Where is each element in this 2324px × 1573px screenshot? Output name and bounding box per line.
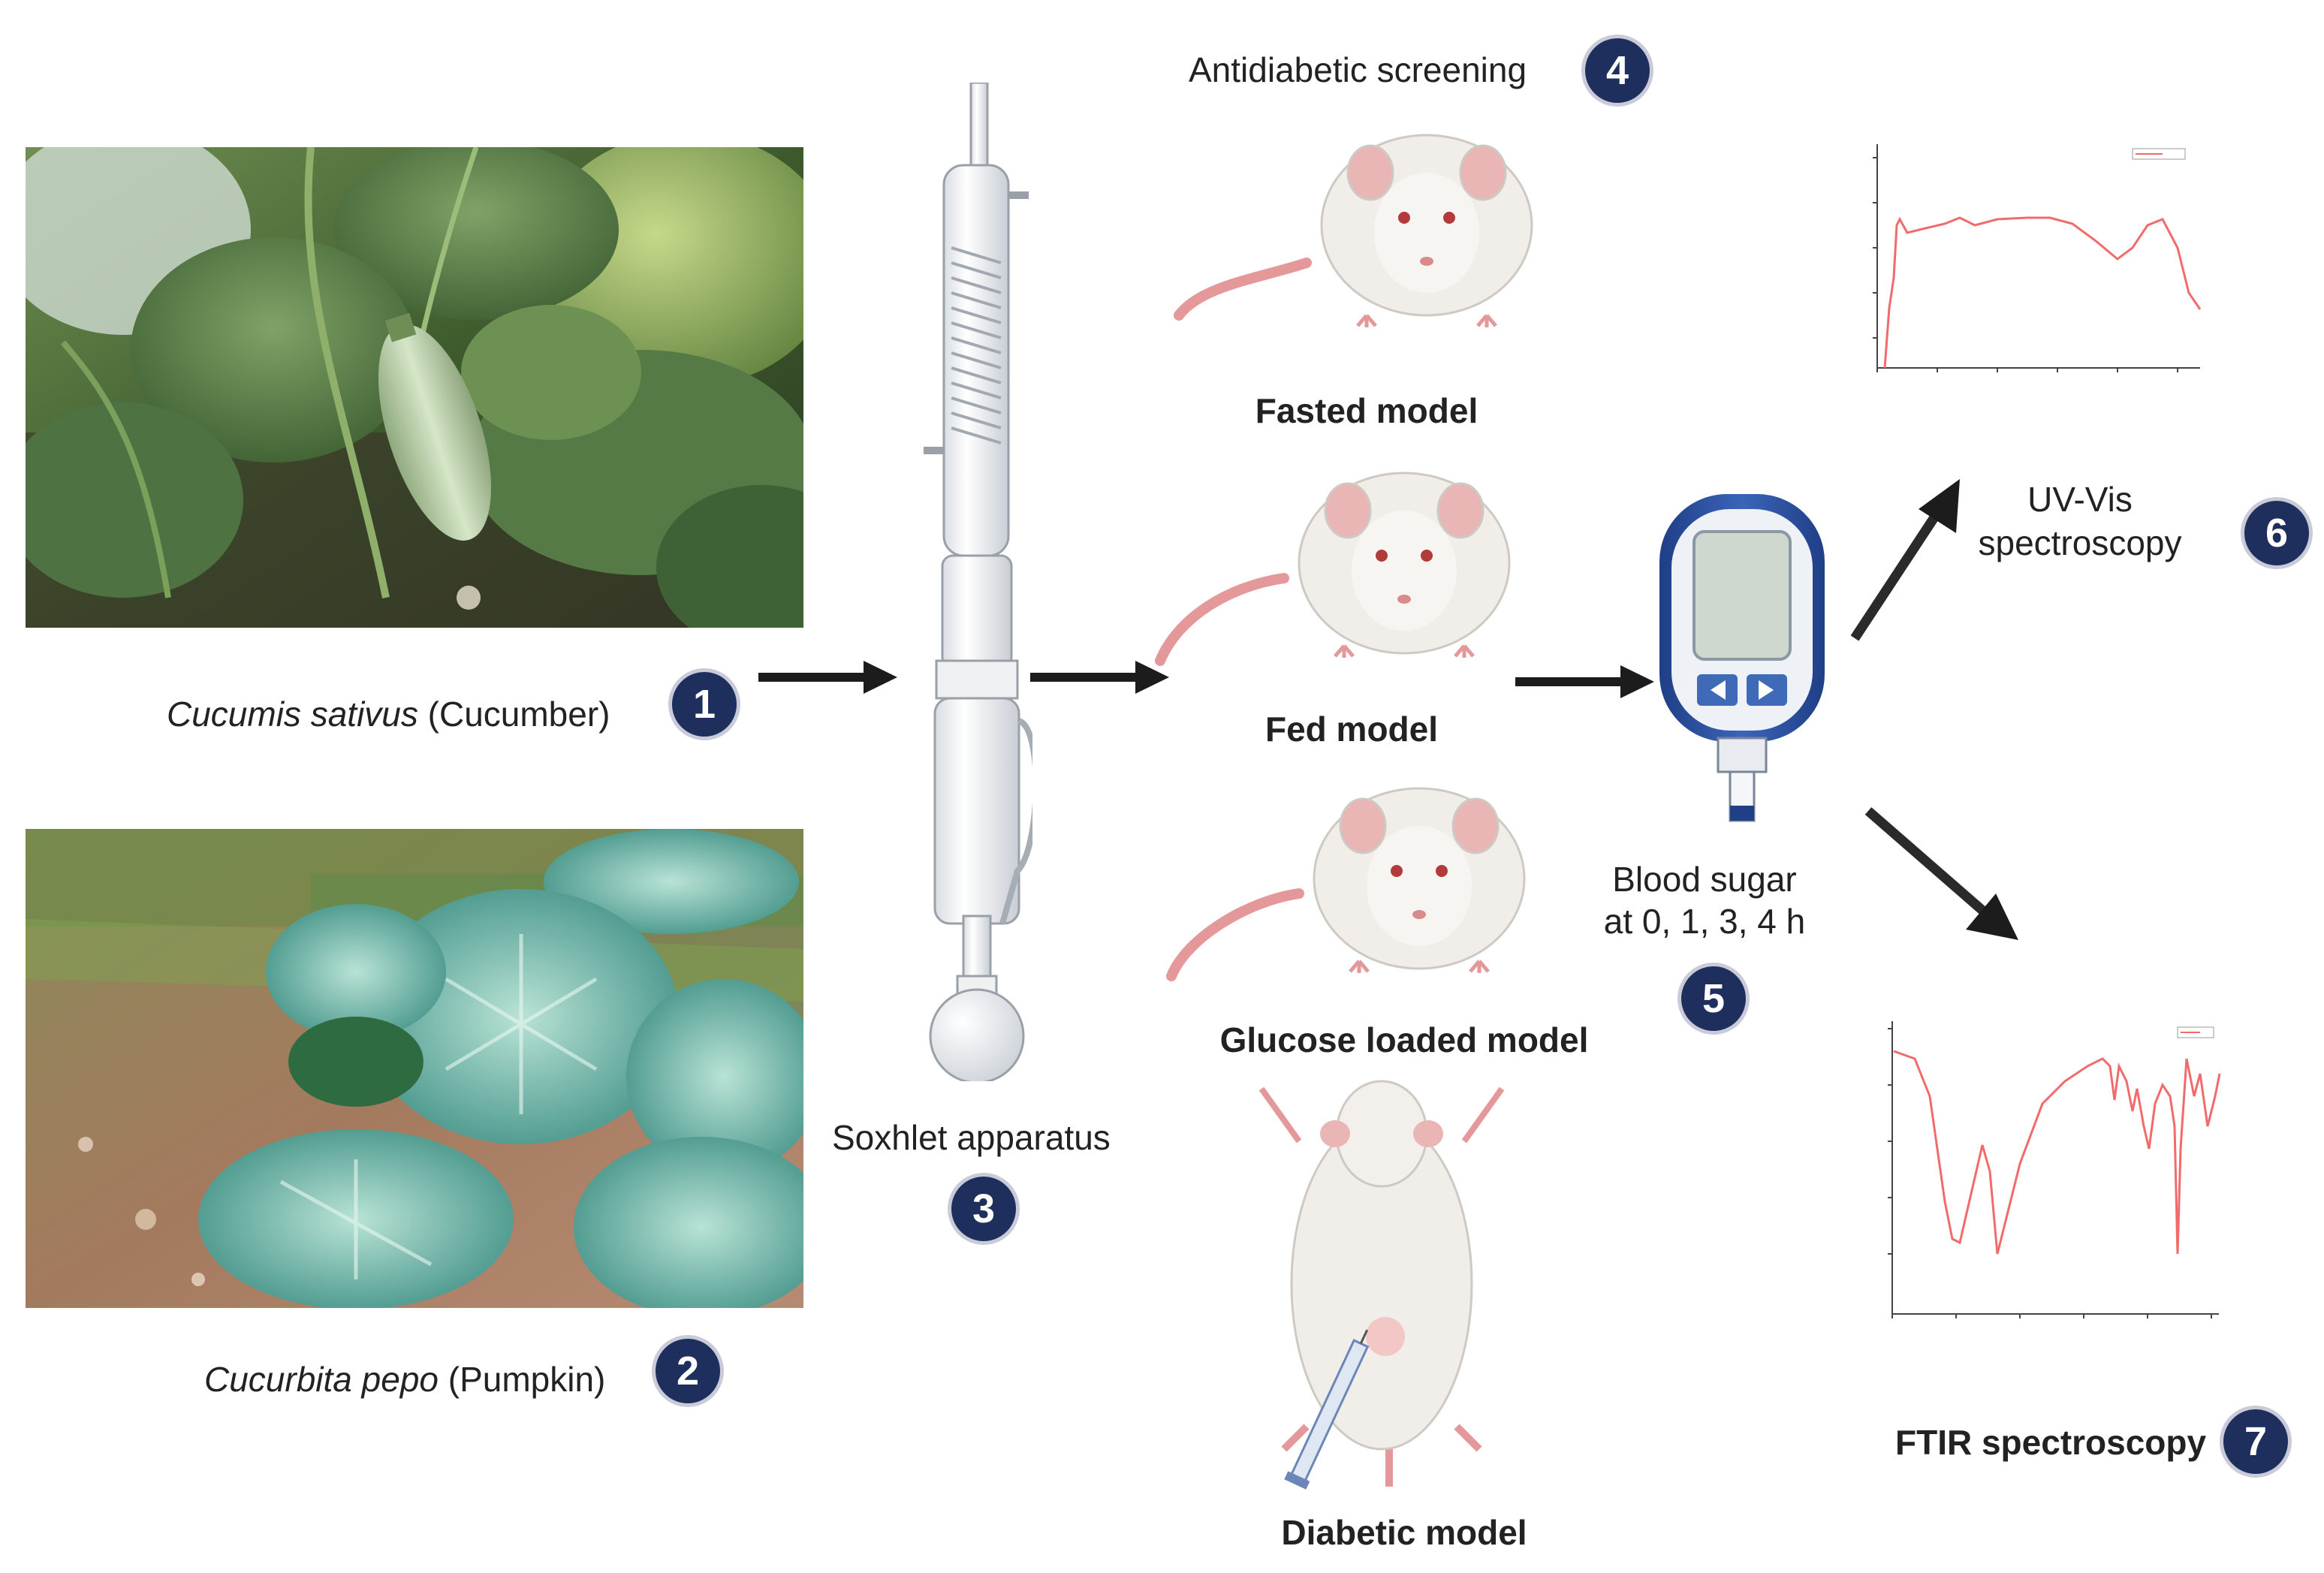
model-label-diabetic: Diabetic model [1281, 1513, 1527, 1552]
glucometer-illustration [1659, 494, 1825, 822]
cucumber-plant-photo [26, 147, 803, 628]
blood-sugar-label-line2: at 0, 1, 3, 4 h [1603, 902, 1806, 941]
glucose-loaded-rat-illustration [1166, 787, 1526, 981]
pumpkin-plant-photo [26, 829, 803, 1308]
step-3-badge: 3 [948, 1173, 1020, 1245]
pumpkin-species: Cucurbita pepo [204, 1360, 439, 1399]
ftir-spectrum-plot [1888, 1021, 2221, 1318]
arrow-to-uvvis [1850, 479, 1960, 641]
fed-rat-illustration [1155, 472, 1511, 666]
step-4-badge: 4 [1581, 35, 1653, 107]
arrow-plants-to-soxhlet [758, 661, 897, 694]
step-6-badge: 6 [2241, 497, 2313, 569]
soxhlet-label: Soxhlet apparatus [832, 1118, 1111, 1157]
soxhlet-apparatus-illustration [924, 83, 1032, 1081]
arrow-models-to-glucometer [1515, 665, 1654, 698]
blood-sugar-label-line1: Blood sugar [1612, 860, 1797, 899]
diabetic-rat-illustration [1258, 1080, 1505, 1490]
pumpkin-label: Cucurbita pepo (Pumpkin) [204, 1359, 605, 1400]
uvvis-spectrum-plot [1873, 144, 2202, 372]
step-1-badge: 1 [668, 668, 740, 740]
cucumber-common: (Cucumber) [427, 695, 610, 734]
cucumber-species: Cucumis sativus [167, 695, 418, 734]
screening-title: Antidiabetic screening [1189, 50, 1527, 89]
ftir-label: FTIR spectroscopy [1895, 1423, 2207, 1462]
model-label-glucose-loaded: Glucose loaded model [1219, 1020, 1589, 1059]
step-7-badge: 7 [2220, 1406, 2292, 1478]
step-5-badge: 5 [1677, 963, 1750, 1035]
model-label-fed: Fed model [1264, 710, 1439, 749]
step-2-badge: 2 [652, 1335, 724, 1407]
fasted-rat-illustration [1174, 134, 1533, 327]
model-label-fasted: Fasted model [1255, 391, 1478, 430]
uvvis-label-line2: spectroscopy [1978, 523, 2182, 562]
uvvis-label-line1: UV-Vis [2027, 480, 2133, 519]
pumpkin-common: (Pumpkin) [448, 1360, 606, 1399]
cucumber-label: Cucumis sativus (Cucumber) [167, 694, 610, 734]
arrow-soxhlet-to-models [1030, 661, 1169, 694]
arrow-to-ftir [1864, 807, 2018, 940]
